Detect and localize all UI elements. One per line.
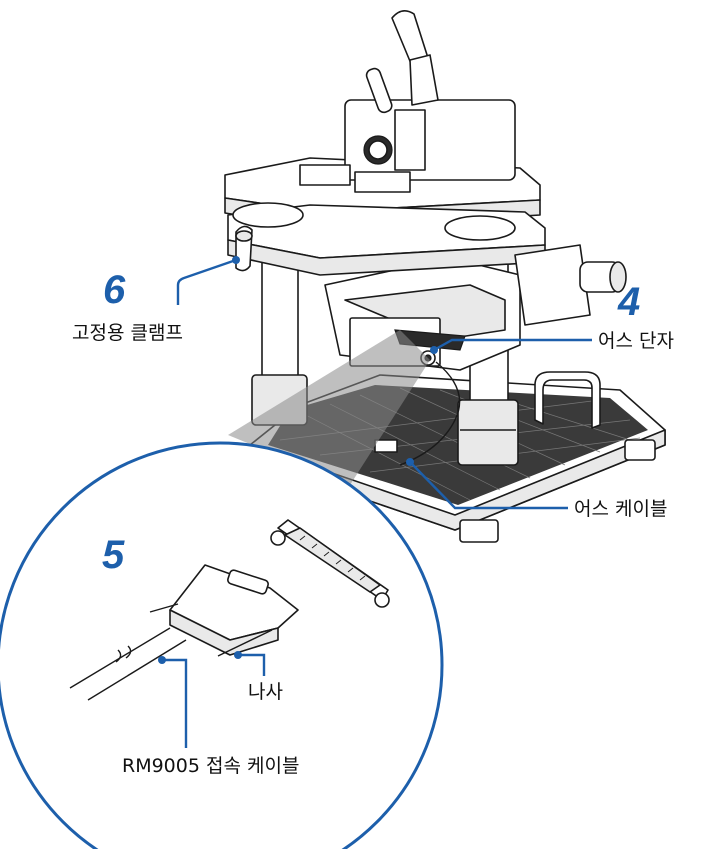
- screw-leader: [238, 653, 266, 676]
- ground-terminal-label: 어스 단자: [598, 330, 674, 352]
- step-6-number: 6: [103, 268, 126, 312]
- detail-view-wedge: [228, 330, 430, 485]
- clamp-leader: [176, 258, 237, 305]
- screw-label: 나사: [248, 681, 283, 703]
- ground-cable-leader: [409, 461, 568, 510]
- cable-connector: [69, 564, 299, 701]
- step-5-number: 5: [102, 533, 125, 577]
- fixing-clamp: [235, 225, 253, 272]
- cable-leader: [162, 658, 188, 748]
- ground-cable-label: 어스 케이블: [574, 498, 667, 520]
- step-4-number: 4: [617, 280, 640, 324]
- upper-clamp: [299, 10, 516, 193]
- ground-terminal-leader: [433, 338, 592, 352]
- fixing-clamp-label: 고정용 클램프: [72, 322, 183, 344]
- connection-cable-label: RM9005 접속 케이블: [122, 755, 299, 777]
- dsub-plug: [270, 519, 390, 608]
- detail-circle: [0, 441, 444, 849]
